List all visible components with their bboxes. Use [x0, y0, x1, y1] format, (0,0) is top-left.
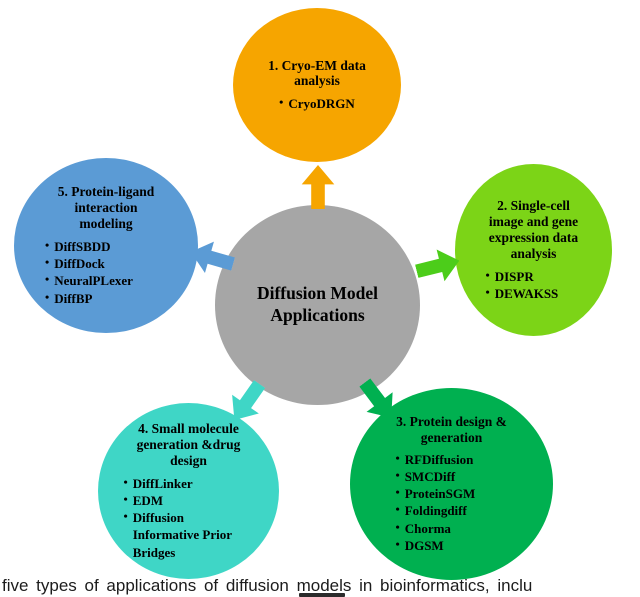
list-item-label: Diffusion Informative Prior Bridges — [132, 510, 232, 560]
node-circle-protein-ligand: 5. Protein-ligand interaction modeling •… — [14, 158, 198, 333]
list-item-label: DISPR — [494, 268, 534, 284]
list-item-label: DEWAKSS — [494, 285, 559, 301]
node-title: 1. Cryo-EM data analysis — [268, 57, 366, 89]
bullet-icon: • — [485, 267, 490, 282]
list-item: • DiffSBDD — [45, 238, 167, 255]
list-item-label: NeuralPLexer — [54, 273, 133, 289]
node-title: 5. Protein-ligand interaction modeling — [57, 184, 155, 232]
node-item-list: • RFDiffusion • SMCDiff • ProteinSGM • Foldingd… — [396, 451, 508, 554]
node-circle-single-cell: 2. Single-cell image and gene expression… — [455, 164, 612, 336]
list-item: • DiffDock — [45, 255, 167, 272]
node-item-list: • DISPR • DEWAKSS — [486, 268, 582, 302]
list-item: • RFDiffusion — [396, 451, 508, 468]
bullet-icon: • — [45, 238, 50, 253]
node-circle-small-molecule: 4. Small molecule generation &drug desig… — [98, 403, 279, 579]
list-item: • DISPR — [486, 268, 582, 285]
bullet-icon: • — [395, 468, 400, 483]
bullet-icon: • — [45, 272, 50, 287]
figure-caption: five types of applications of diffusion … — [2, 576, 533, 595]
list-item: • NeuralPLexer — [45, 272, 167, 289]
list-item: • ProteinSGM — [396, 485, 508, 502]
bullet-icon: • — [485, 284, 490, 299]
list-item: • Chorma — [396, 520, 508, 537]
node-circle-protein-design: 3. Protein design & generation • RFDiffus… — [350, 388, 553, 580]
bullet-icon: • — [45, 255, 50, 270]
list-item-label: DiffLinker — [132, 475, 193, 491]
node-title: 2. Single-cell image and gene expression… — [488, 198, 579, 261]
bullet-icon: • — [279, 95, 284, 110]
bullet-icon: • — [45, 289, 50, 304]
bullet-icon: • — [123, 492, 128, 507]
list-item-label: DiffBP — [54, 290, 93, 306]
clipped-text-fragment — [299, 593, 345, 597]
list-item: • DiffLinker — [124, 475, 254, 492]
node-title: 3. Protein design & generation — [396, 414, 507, 446]
bullet-icon: • — [123, 474, 128, 489]
list-item-label: ProteinSGM — [404, 486, 476, 502]
bullet-icon: • — [395, 450, 400, 465]
list-item: • EDM — [124, 492, 254, 509]
list-item-label: DiffSBDD — [54, 239, 111, 255]
bullet-icon: • — [395, 502, 400, 517]
bullet-icon: • — [123, 509, 128, 524]
list-item-label: DGSM — [404, 537, 444, 553]
list-item: • DiffBP — [45, 290, 167, 307]
list-item: • DEWAKSS — [486, 285, 582, 302]
list-item-label: Chorma — [404, 520, 451, 536]
node-title: 4. Small molecule generation &drug desig… — [136, 421, 241, 469]
list-item: • CryoDRGN — [279, 95, 355, 112]
bullet-icon: • — [395, 485, 400, 500]
center-label: Diffusion Model Applications — [256, 283, 379, 325]
arrow-up-icon — [301, 165, 335, 209]
list-item: • SMCDiff — [396, 468, 508, 485]
list-item-label: RFDiffusion — [404, 451, 474, 467]
bullet-icon: • — [395, 536, 400, 551]
node-circle-cryo-em: 1. Cryo-EM data analysis • CryoDRGN — [233, 8, 401, 162]
node-item-list: • DiffLinker • EDM • Diffusion Informative Pr… — [124, 475, 254, 561]
list-item: • Foldingdiff — [396, 502, 508, 519]
bullet-icon: • — [395, 519, 400, 534]
list-item-label: DiffDock — [54, 256, 105, 272]
list-item: • DGSM — [396, 537, 508, 554]
list-item-label: Foldingdiff — [404, 503, 467, 519]
list-item-label: CryoDRGN — [288, 96, 355, 112]
list-item: • Diffusion Informative Prior Bridges — [124, 509, 254, 560]
list-item-label: SMCDiff — [404, 469, 456, 485]
center-circle: Diffusion Model Applications — [215, 205, 420, 405]
node-item-list: • CryoDRGN — [279, 95, 355, 112]
list-item-label: EDM — [132, 493, 164, 509]
node-item-list: • DiffSBDD • DiffDock • NeuralPLexer • DiffBP — [45, 238, 167, 307]
